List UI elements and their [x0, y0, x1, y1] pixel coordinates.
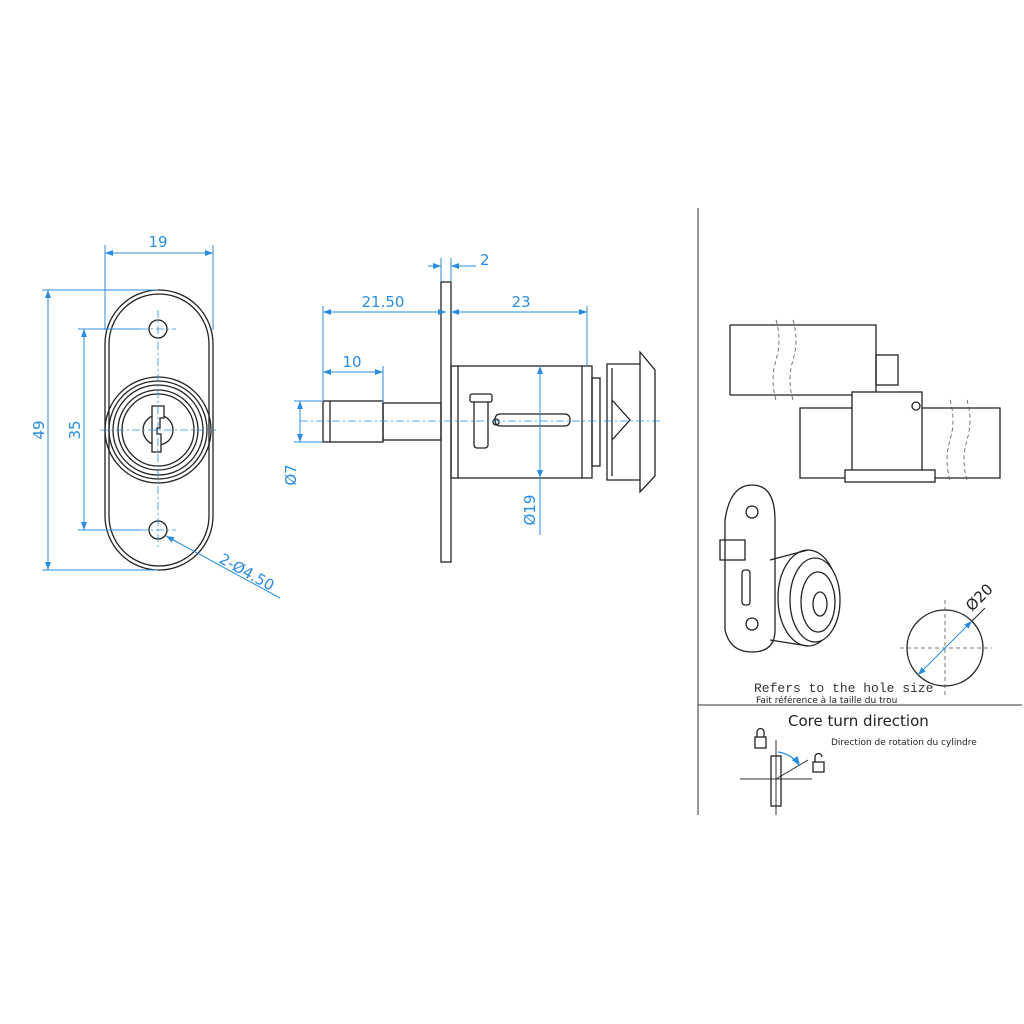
- slot: [494, 413, 571, 427]
- core-turn-subtitle: Direction de rotation du cylindre: [831, 738, 977, 748]
- body-diameter-dimension: Ø19: [521, 495, 539, 526]
- strike-plate: [606, 350, 656, 494]
- lock-body: [450, 365, 593, 479]
- front-view: 19 49 35 2-Ø4.50: [30, 233, 281, 599]
- shaft-step-dimension: 10: [342, 353, 361, 371]
- flange: [440, 281, 452, 563]
- shaft-tip: [322, 400, 384, 443]
- core-turn-title: Core turn direction: [788, 712, 929, 730]
- locked-padlock-icon: [754, 727, 767, 749]
- hole-spacing-dimension: 35: [66, 420, 84, 439]
- height-dimension: 49: [30, 420, 48, 439]
- mounting-plate: [104, 289, 214, 571]
- hole-note-french: Fait référence à la taille du trou: [756, 695, 897, 706]
- hole-diameter-label: Ø20: [962, 580, 997, 615]
- front-length-dimension: 21.50: [362, 293, 405, 311]
- shaft-diameter-dimension: Ø7: [282, 464, 300, 485]
- width-dimension: 19: [148, 233, 167, 251]
- shaft: [382, 402, 442, 441]
- rotation-arrow-icon: [777, 751, 801, 767]
- lock-perspective-illustration: [719, 484, 841, 653]
- hole-note-english: Refers to the hole size: [754, 681, 933, 696]
- body-length-dimension: 23: [511, 293, 530, 311]
- hole-diameter-dimension: 2-Ø4.50: [216, 550, 277, 595]
- side-view: 2 21.50 23 10 Ø7 Ø19: [282, 251, 660, 563]
- core-turn-section: Core turn direction Direction de rotatio…: [740, 712, 977, 815]
- flange-thickness-dimension: 2: [480, 251, 490, 269]
- keyway-icon: [151, 405, 165, 453]
- unlocked-padlock-icon: [812, 752, 825, 773]
- lever: [473, 399, 489, 449]
- installation-illustration: [729, 319, 1001, 483]
